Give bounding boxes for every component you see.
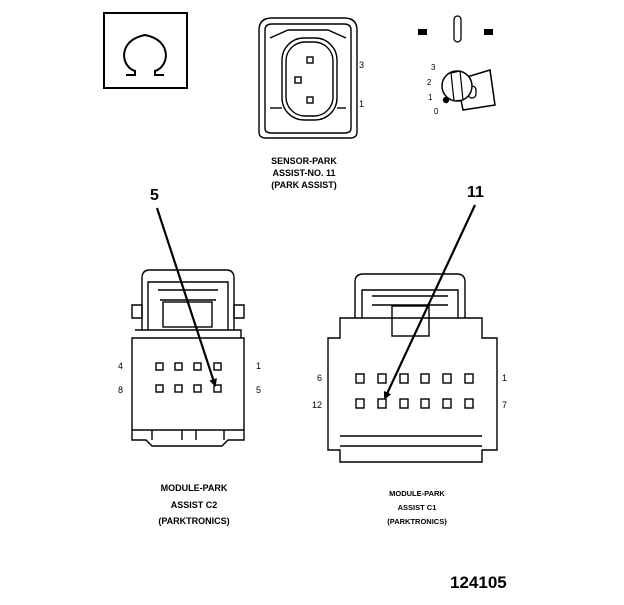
sensor-caption-line-2: ASSIST-NO. 11: [272, 168, 336, 179]
module-c1-caption: MODULE-PARK ASSIST C1 (PARKTRONICS): [352, 487, 482, 529]
key-position-1: 1: [428, 93, 433, 102]
module-c1-connector: [327, 273, 498, 463]
callout-label-c1: 11: [467, 184, 484, 201]
ignition-key-icon: [418, 15, 496, 111]
module-c2-connector: [131, 269, 245, 447]
c2-pin-8: 8: [118, 385, 124, 395]
c1-pin-1: 1: [502, 373, 508, 383]
c1-pin-12: 12: [312, 400, 323, 410]
sensor-caption-line-1: SENSOR-PARK: [271, 156, 337, 166]
callout-label-c2: 5: [150, 187, 159, 204]
sensor-connector: [258, 17, 358, 139]
sensor-caption-line-3: (PARK ASSIST): [271, 180, 337, 191]
c2-pin-4: 4: [118, 361, 124, 371]
c2-pin-5: 5: [256, 385, 262, 395]
c1-pin-7: 7: [502, 400, 508, 410]
callout-arrow-c1: [383, 204, 476, 400]
figure-number: 124105: [450, 573, 507, 592]
module-c1-caption-line-2: ASSIST C1: [397, 502, 437, 512]
module-c2-caption: MODULE-PARK ASSIST C2 (PARKTRONICS): [124, 480, 264, 530]
omega-icon: [103, 12, 188, 89]
module-c1-caption-line-1: MODULE-PARK: [389, 489, 445, 498]
sensor-pin-1: 1: [359, 99, 365, 109]
module-c2-caption-line-2: ASSIST C2: [170, 499, 218, 510]
key-position-2: 2: [427, 78, 432, 87]
module-c1-caption-line-3: (PARKTRONICS): [387, 516, 447, 526]
c2-pin-1: 1: [256, 361, 262, 371]
key-position-0: 0: [434, 107, 439, 116]
sensor-caption: SENSOR-PARK ASSIST-NO. 11 (PARK ASSIST): [236, 155, 372, 191]
sensor-pin-3: 3: [359, 60, 365, 70]
key-position-3: 3: [431, 63, 436, 72]
callout-arrow-c2: [155, 207, 217, 387]
module-c2-caption-line-1: MODULE-PARK: [160, 483, 228, 493]
module-c2-caption-line-3: (PARKTRONICS): [158, 516, 230, 527]
c1-pin-6: 6: [317, 373, 323, 383]
